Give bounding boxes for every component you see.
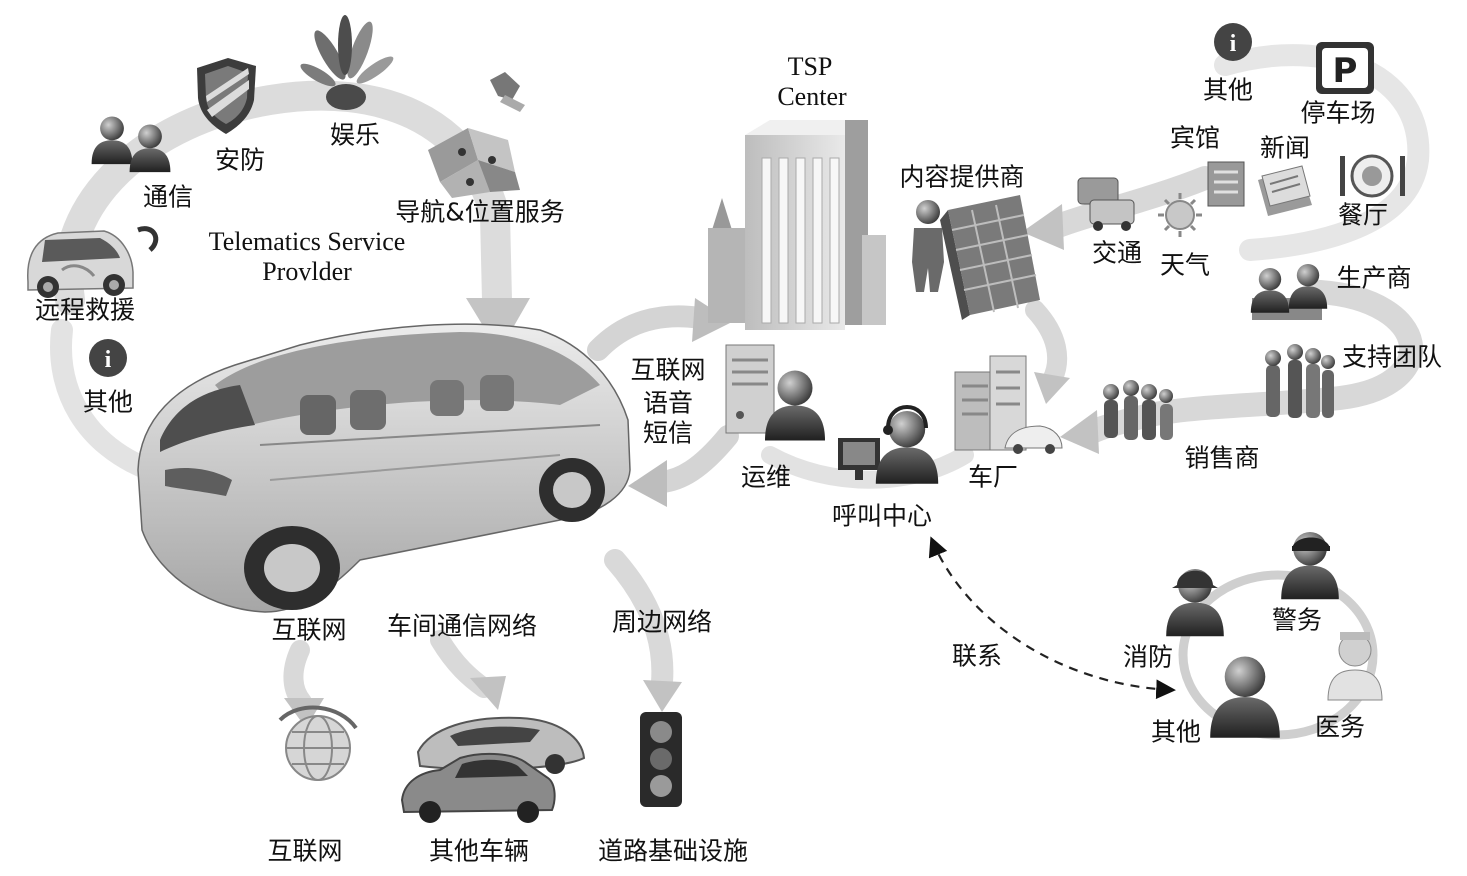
label-communication: 通信 bbox=[142, 182, 194, 212]
label-restaurant: 餐厅 bbox=[1337, 200, 1389, 230]
industry-arrowhead bbox=[1060, 410, 1099, 454]
rescue-arc bbox=[50, 319, 161, 481]
satellite-icon bbox=[490, 72, 525, 112]
internet-arrowhead bbox=[284, 698, 324, 728]
peripheral-arc bbox=[604, 549, 674, 693]
tsp-to-car-arc bbox=[651, 425, 739, 493]
tsp-to-car-arrowhead bbox=[628, 460, 667, 507]
label-news: 新闻 bbox=[1259, 133, 1311, 163]
restaurant-icon bbox=[1340, 154, 1405, 198]
provider-to-oem-arc bbox=[1025, 300, 1068, 390]
hotel-icon bbox=[1207, 161, 1245, 207]
map-icon bbox=[428, 128, 520, 198]
doctor-icon bbox=[1327, 632, 1383, 701]
other-vehicles-icon bbox=[400, 716, 586, 823]
label-channel-sms: 短信 bbox=[642, 418, 694, 448]
label-weather: 天气 bbox=[1159, 250, 1211, 280]
police-icon bbox=[1281, 532, 1339, 600]
support-team-icon bbox=[1265, 344, 1335, 418]
manufacturer-icon bbox=[1250, 264, 1328, 320]
label-tsp-line1: TSP bbox=[787, 52, 833, 81]
label-hotel: 宾馆 bbox=[1169, 123, 1221, 153]
label-contact: 联系 bbox=[951, 641, 1003, 671]
traffic-icon bbox=[1077, 177, 1135, 231]
label-navigation: 导航&位置服务 bbox=[395, 197, 565, 227]
v2v-arrowhead bbox=[470, 676, 506, 710]
call-center-monitor-icon bbox=[838, 438, 880, 480]
label-support-team: 支持团队 bbox=[1341, 342, 1443, 372]
phone-call-icon bbox=[137, 226, 159, 252]
label-endpoint-road-infrastructure: 道路基础设施 bbox=[597, 836, 749, 866]
label-endpoint-other-vehicles: 其他车辆 bbox=[428, 836, 530, 866]
car-to-tsp-arc bbox=[587, 305, 711, 361]
parking-sign-icon: P bbox=[1316, 42, 1374, 94]
svg-text:i: i bbox=[105, 347, 112, 373]
operations-arc bbox=[761, 446, 974, 489]
contact-dashed-arrow bbox=[928, 536, 1176, 700]
server-rack-icon bbox=[940, 195, 1040, 320]
label-fire: 消防 bbox=[1122, 642, 1174, 672]
label-entertainment: 娱乐 bbox=[329, 120, 381, 150]
label-services-other: 其他 bbox=[82, 387, 134, 417]
label-content-provider: 内容提供商 bbox=[899, 162, 1025, 192]
traffic-light-icon bbox=[640, 712, 682, 807]
label-dealer: 销售商 bbox=[1184, 443, 1260, 473]
label-endpoint-internet: 互联网 bbox=[267, 836, 343, 866]
label-manufacturer: 生产商 bbox=[1336, 263, 1412, 293]
label-remote-rescue: 远程救援 bbox=[34, 295, 136, 325]
label-channel-voice: 语音 bbox=[642, 388, 694, 418]
main-car-icon bbox=[137, 323, 631, 613]
label-tsp-line2: Center bbox=[777, 82, 847, 111]
newspaper-icon bbox=[1258, 165, 1312, 216]
peripheral-arrowhead bbox=[643, 680, 682, 712]
internet-arc bbox=[283, 640, 312, 712]
label-network-v2v: 车间通信网络 bbox=[386, 611, 538, 641]
label-network-internet: 互联网 bbox=[271, 615, 347, 645]
label-emergency-other: 其他 bbox=[1150, 717, 1202, 747]
label-traffic: 交通 bbox=[1091, 238, 1143, 268]
label-police: 警务 bbox=[1271, 605, 1323, 635]
svg-text:P: P bbox=[1333, 51, 1358, 91]
content-top-arc bbox=[1214, 44, 1430, 261]
label-channel-internet: 互联网 bbox=[630, 355, 706, 385]
shield-icon bbox=[197, 58, 256, 134]
label-call-center: 呼叫中心 bbox=[831, 501, 933, 531]
content-arrowhead bbox=[1022, 204, 1064, 250]
info-icon-left: i bbox=[89, 339, 127, 377]
call-center-agent-icon bbox=[875, 405, 939, 484]
weather-sun-icon bbox=[1158, 193, 1202, 237]
label-medical: 医务 bbox=[1314, 712, 1366, 742]
oem-factory-icon bbox=[954, 355, 1063, 454]
info-icon-right: i bbox=[1214, 23, 1252, 61]
label-operations: 运维 bbox=[740, 462, 792, 492]
provider-to-oem-arrowhead bbox=[1034, 372, 1070, 404]
label-security: 安防 bbox=[214, 145, 266, 175]
plant-icon bbox=[300, 15, 394, 110]
operations-server-icon bbox=[725, 344, 775, 434]
tsp-building-icon bbox=[708, 120, 886, 330]
label-content-other: 其他 bbox=[1202, 75, 1254, 105]
rescue-car-icon bbox=[27, 230, 134, 298]
label-provider-line2: Provlder bbox=[262, 257, 352, 286]
other-person-icon bbox=[1210, 656, 1280, 738]
label-oem: 车厂 bbox=[967, 462, 1019, 492]
dealer-icon bbox=[1103, 380, 1173, 440]
svg-text:i: i bbox=[1230, 31, 1237, 57]
label-network-peripheral: 周边网络 bbox=[611, 607, 713, 637]
globe-icon bbox=[278, 705, 358, 781]
content-provider-person-icon bbox=[912, 200, 944, 292]
label-provider-line1: Telematics Service bbox=[208, 227, 406, 256]
firefighter-icon bbox=[1166, 569, 1224, 637]
label-parking: 停车场 bbox=[1300, 98, 1376, 128]
